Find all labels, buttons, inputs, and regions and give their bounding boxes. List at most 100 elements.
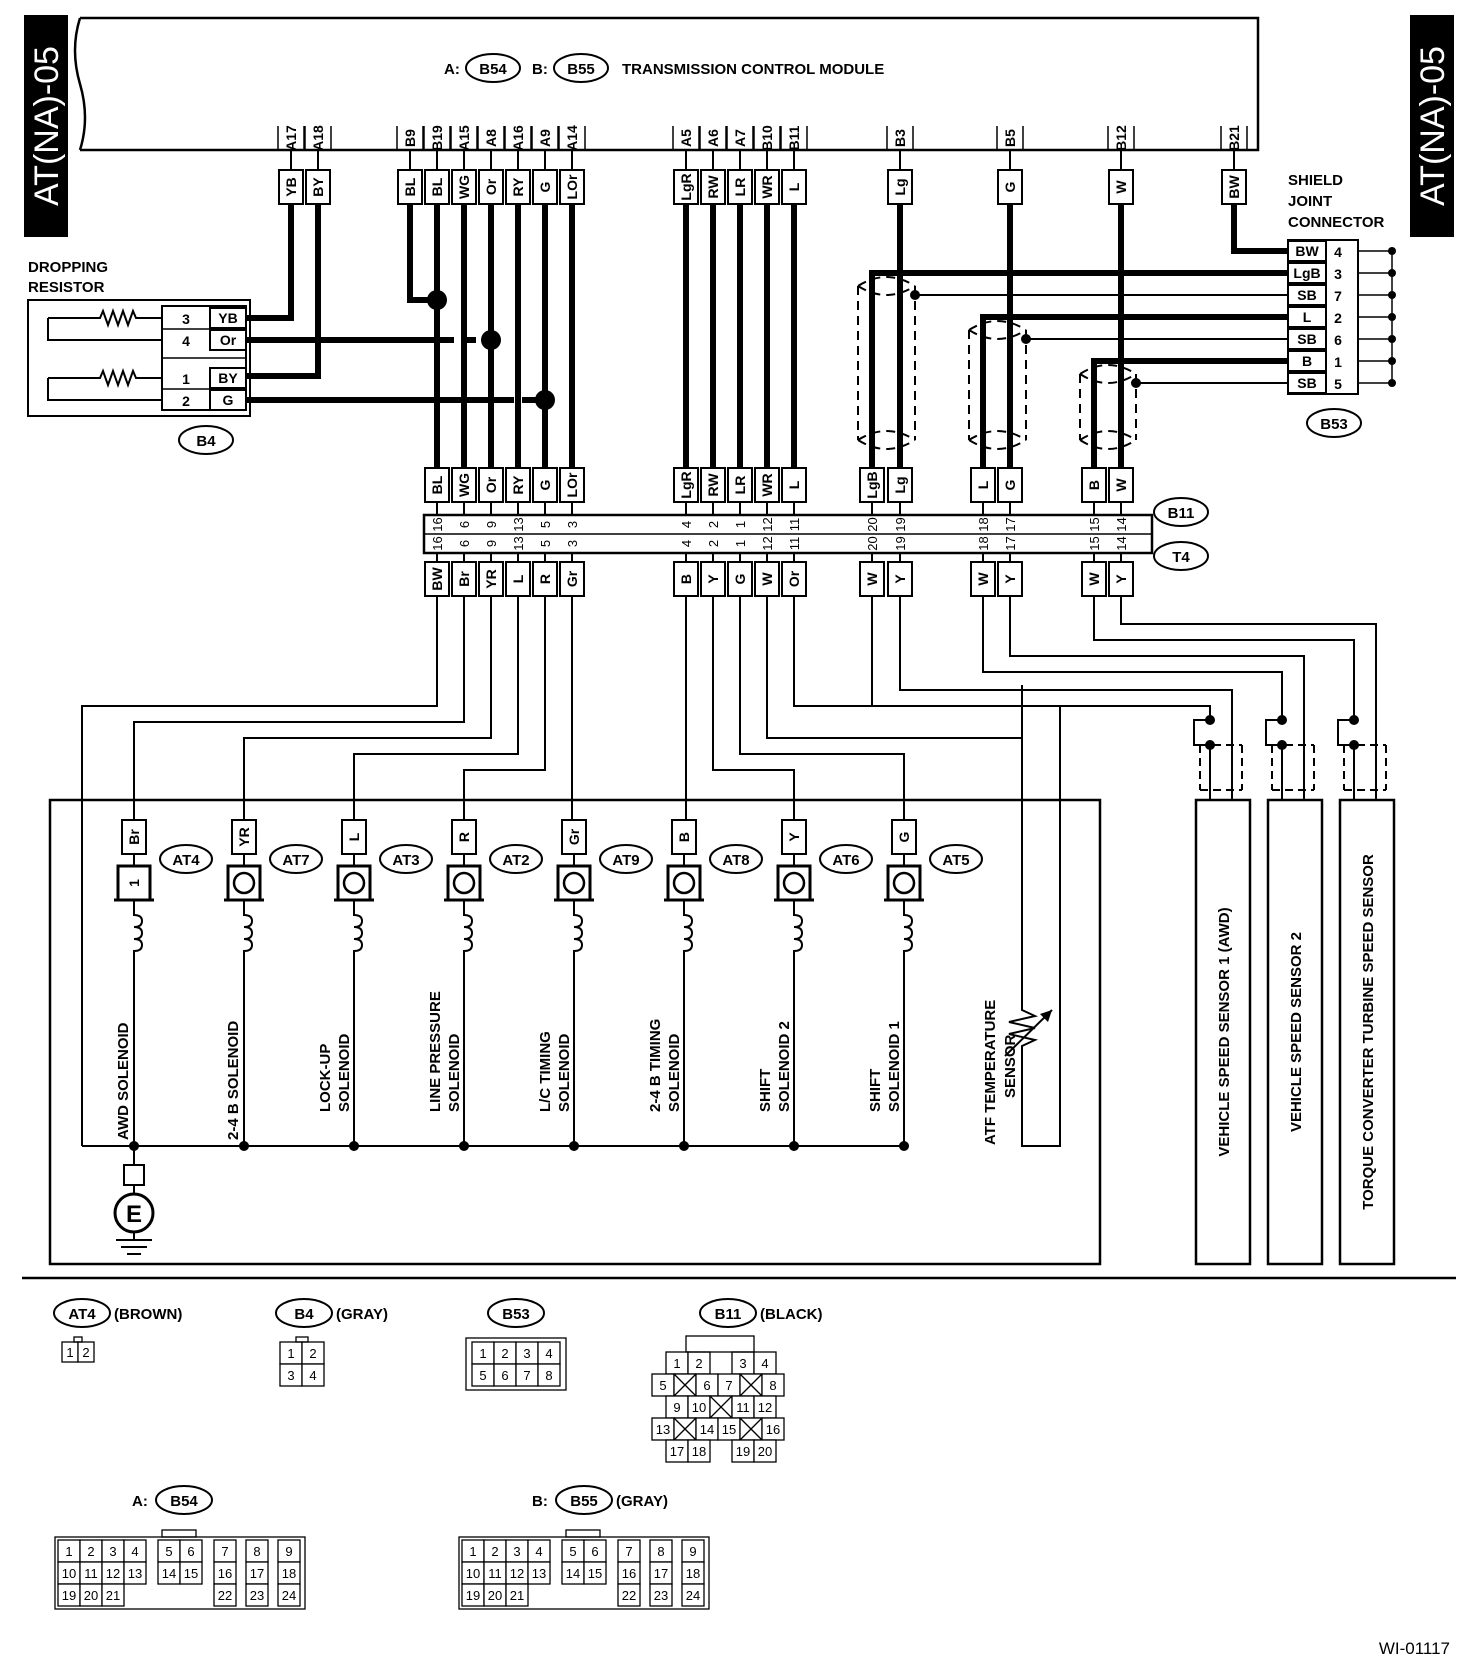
b4-pin-3: 3 bbox=[182, 311, 190, 327]
b53-pin-3: 3 bbox=[1334, 266, 1342, 282]
b11-bottom-wire-9: W bbox=[759, 572, 775, 586]
legend-b54-p5: 5 bbox=[165, 1544, 172, 1559]
at4-p2: 2 bbox=[82, 1345, 89, 1360]
b11-bottom-wire-0-box bbox=[424, 561, 450, 597]
solenoid-name-AT5: SHIFT bbox=[867, 1069, 884, 1112]
legend-b54-p1: 1 bbox=[65, 1544, 72, 1559]
b53-wire-4-box bbox=[1287, 328, 1327, 350]
solenoid-conn-oval-AT6 bbox=[819, 844, 873, 874]
legend-b54-p6: 6 bbox=[187, 1544, 194, 1559]
atf-name-1: ATF TEMPERATURE bbox=[982, 1000, 999, 1145]
legend-b11-p6: 6 bbox=[703, 1378, 710, 1393]
legend-b55-p3: 3 bbox=[513, 1544, 520, 1559]
t4-pin-11: 11 bbox=[787, 537, 802, 551]
legend-at4-color: (BROWN) bbox=[114, 1306, 182, 1323]
t4-pin-19: 19 bbox=[893, 536, 908, 550]
speed-sensor-name-2: TORQUE CONVERTER TURBINE SPEED SENSOR bbox=[1360, 854, 1377, 1210]
legend-b54-p12: 12 bbox=[106, 1566, 120, 1581]
speed-sensors: VEHICLE SPEED SENSOR 1 (AWD)VEHICLE SPEE… bbox=[871, 596, 1396, 1266]
b11-bottom-wire-11-box bbox=[859, 561, 885, 597]
b11-label: B11 bbox=[1168, 505, 1195, 522]
b53-wire-5-box bbox=[1287, 350, 1327, 372]
tcm-wire-A18: BY bbox=[310, 177, 326, 197]
b53-pin-5: 5 bbox=[1334, 376, 1342, 392]
legend-b11-p2: 2 bbox=[695, 1356, 702, 1371]
wire bbox=[980, 314, 1288, 468]
atf-name-2: SENSOR bbox=[1002, 1034, 1019, 1098]
tcm-wire-A8: Or bbox=[483, 178, 499, 195]
b11-bottom-wire-16: Y bbox=[1113, 574, 1129, 584]
b53-wire-3-box bbox=[1287, 306, 1327, 328]
b4-wire-3-box bbox=[209, 307, 247, 329]
b11-top-wire-3-box bbox=[505, 467, 531, 503]
legend-b4-p4: 4 bbox=[309, 1368, 316, 1383]
legend-b11-p18: 18 bbox=[692, 1444, 706, 1459]
solenoid-name2-AT2: SOLENOID bbox=[446, 1033, 463, 1112]
tcm-pin-A16: A16 bbox=[510, 125, 526, 151]
t4-pin-9: 9 bbox=[484, 540, 499, 547]
legend-b54-p23: 23 bbox=[250, 1588, 264, 1603]
solenoid-wire-AT2: R bbox=[456, 832, 472, 842]
wire bbox=[246, 204, 321, 379]
legend-b54-p19: 19 bbox=[62, 1588, 76, 1603]
solenoid-coil-icon bbox=[793, 900, 804, 1146]
b11-top-wire-3: RY bbox=[510, 475, 526, 495]
legend-b53-p1: 1 bbox=[479, 1346, 486, 1361]
legend-b11-p14: 14 bbox=[700, 1422, 714, 1437]
shield-sleeve bbox=[1343, 744, 1387, 791]
b11-oval bbox=[1153, 497, 1209, 527]
solenoid-name2-AT3: SOLENOID bbox=[336, 1033, 353, 1112]
tcm-pin-B9: B9 bbox=[402, 129, 418, 147]
legend-b54-p7: 7 bbox=[221, 1544, 228, 1559]
legend-b53-p7: 7 bbox=[523, 1368, 530, 1383]
solenoid-name-AT6: SHIFT bbox=[757, 1069, 774, 1112]
b11-pin-12: 12 bbox=[760, 517, 775, 531]
b11-top-wire-2-box bbox=[478, 467, 504, 503]
tcm-pin-A5: A5 bbox=[678, 129, 694, 147]
legend-b53-p3: 3 bbox=[523, 1346, 530, 1361]
tcm-pin-A6: A6 bbox=[705, 129, 721, 147]
solenoid-name-AT4: AWD SOLENOID bbox=[115, 1022, 132, 1140]
solenoid-conn-oval-AT8 bbox=[709, 844, 763, 874]
solenoid-coil-icon bbox=[353, 900, 364, 1146]
dropping-resistor-title-1: DROPPING bbox=[28, 259, 108, 276]
tcm-pin-A14: A14 bbox=[564, 125, 580, 151]
legend-b54-prefix: A: bbox=[132, 1493, 148, 1510]
b11-top-wire-14: G bbox=[1002, 479, 1018, 490]
solenoid-pin-AT4: 1 bbox=[126, 879, 142, 887]
b11-pin-19: 19 bbox=[893, 517, 908, 531]
legend-b11-conn: B11 bbox=[715, 1306, 742, 1323]
legend-b55-p11: 11 bbox=[488, 1566, 502, 1581]
legend-b54-p9: 9 bbox=[285, 1544, 292, 1559]
solenoid-conn-AT3: AT3 bbox=[392, 852, 419, 869]
b11-pin-6: 6 bbox=[457, 521, 472, 528]
wire bbox=[246, 204, 294, 321]
ground-e: E bbox=[113, 1146, 155, 1255]
tcm-box bbox=[80, 16, 1260, 152]
legend-b54-p17: 17 bbox=[250, 1566, 264, 1581]
legend-b11-p8: 8 bbox=[769, 1378, 776, 1393]
tcm-wire-A9: G bbox=[537, 181, 553, 192]
figure-id: WI-01117 bbox=[1379, 1639, 1450, 1658]
legend-b54-conn: B54 bbox=[170, 1493, 198, 1510]
tcm-wire-B19: BL bbox=[429, 177, 445, 196]
tcm-wire-A9-box bbox=[532, 169, 558, 205]
tcm-pin-A18: A18 bbox=[310, 125, 326, 151]
tcm-wire-B11: L bbox=[786, 182, 802, 191]
b11-bottom-wire-8-box bbox=[727, 561, 753, 597]
legend-b55-p4: 4 bbox=[535, 1544, 542, 1559]
shield-joint-title-2: JOINT bbox=[1288, 193, 1332, 210]
wire bbox=[407, 204, 437, 303]
legend-b11-p15: 15 bbox=[722, 1422, 736, 1437]
solenoid-conn-oval-AT3 bbox=[379, 844, 433, 874]
b4-wire-3: YB bbox=[218, 310, 237, 326]
legend-b55-p18: 18 bbox=[686, 1566, 700, 1581]
b11-pin-3: 3 bbox=[565, 521, 580, 528]
legend-b54-p15: 15 bbox=[184, 1566, 198, 1581]
resistor-symbols bbox=[47, 308, 163, 401]
legend-b53-p8: 8 bbox=[545, 1368, 552, 1383]
legend-b55-p21: 21 bbox=[510, 1588, 524, 1603]
legend-b11-p9: 9 bbox=[673, 1400, 680, 1415]
solenoid-name2-AT6: SOLENOID 2 bbox=[776, 1021, 793, 1112]
legend-b55-p5: 5 bbox=[569, 1544, 576, 1559]
